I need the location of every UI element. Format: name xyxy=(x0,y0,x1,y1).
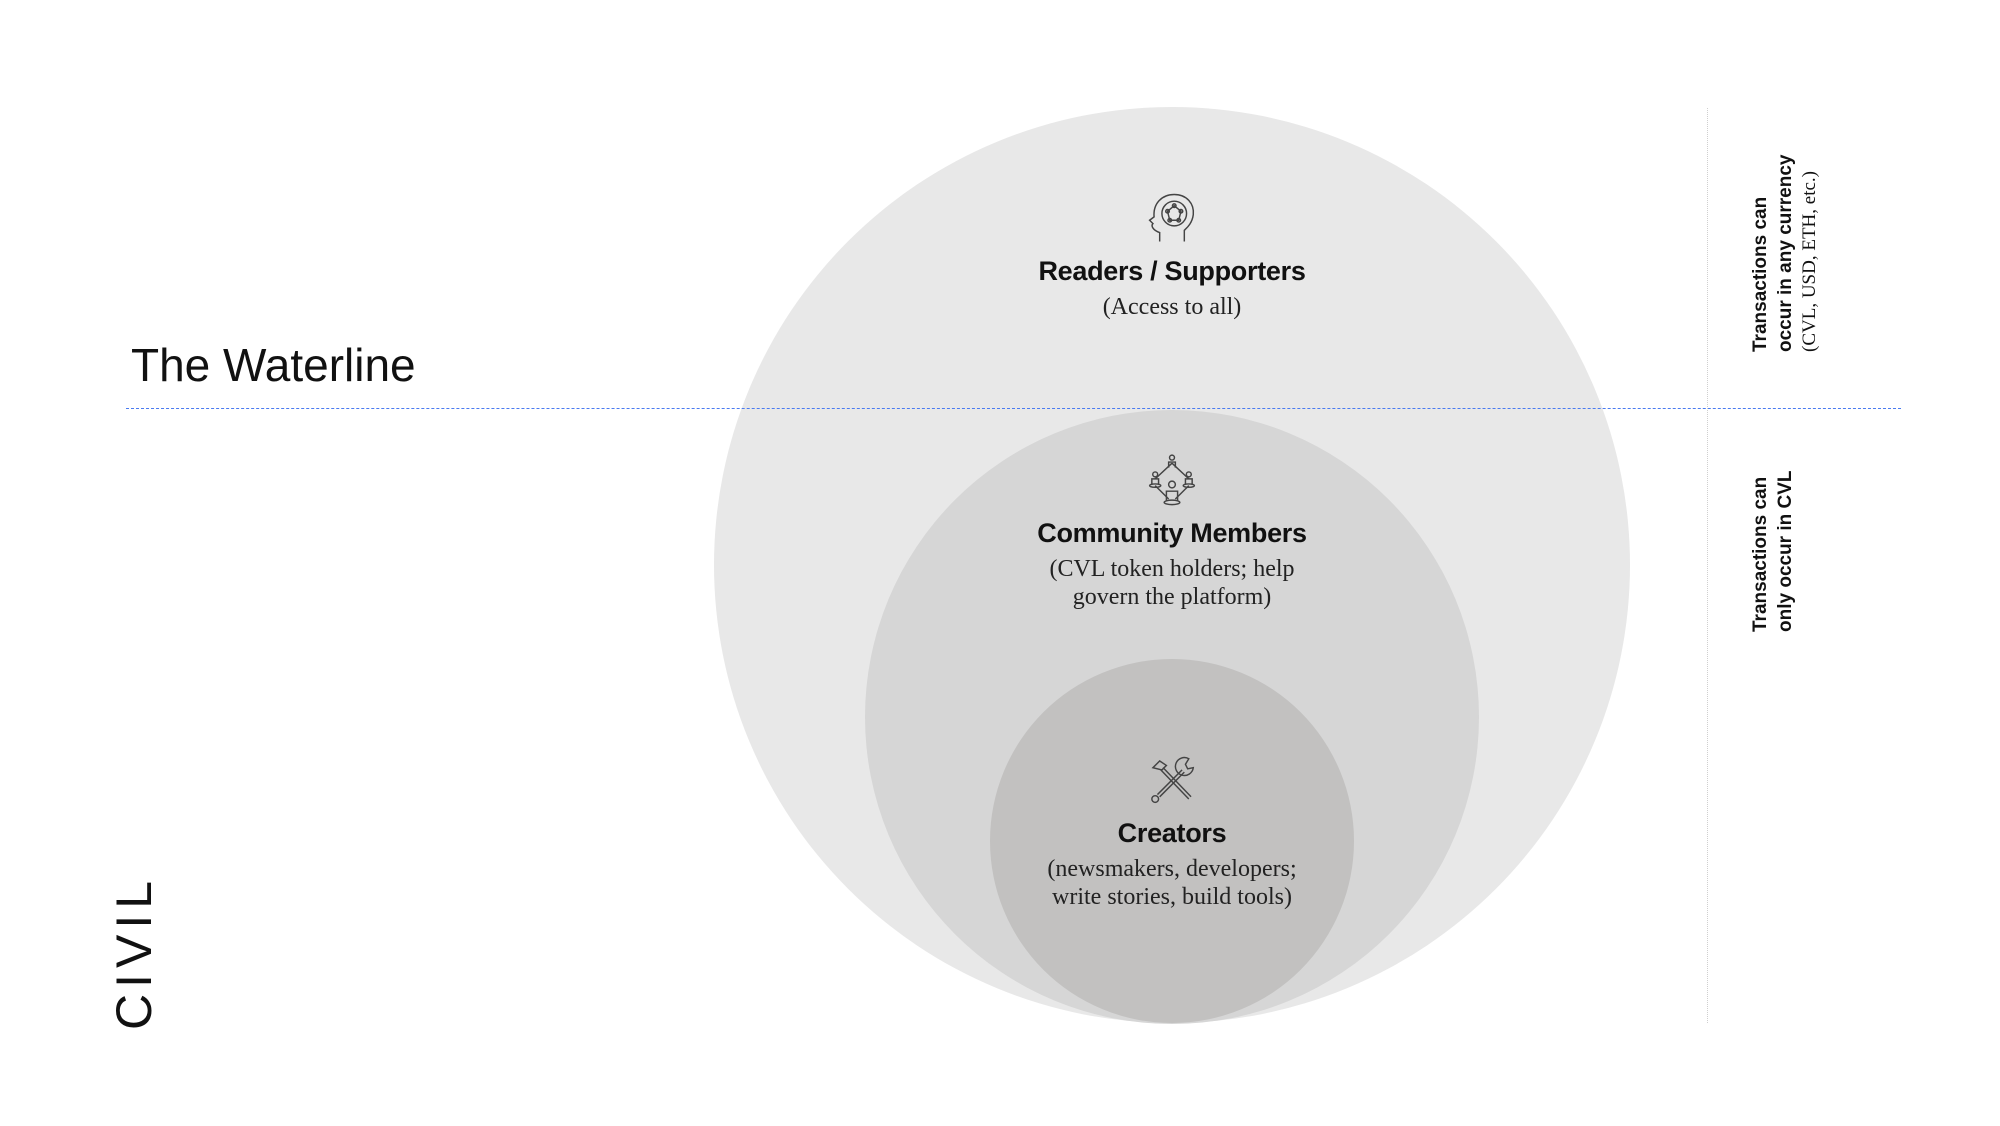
side-note-below: Transactions can only occur in CVL xyxy=(1748,470,1798,632)
readers-block: Readers / Supporters (Access to all) xyxy=(972,190,1372,321)
creators-subtitle-line2: write stories, build tools) xyxy=(1052,884,1292,910)
creators-circle xyxy=(990,659,1354,1023)
waterline-divider xyxy=(126,408,1901,409)
community-subtitle-line1: (CVL token holders; help xyxy=(1049,556,1295,582)
creators-title: Creators xyxy=(1117,818,1227,848)
creators-subtitle-line1: (newsmakers, developers; xyxy=(1047,856,1297,882)
side-note-above: Transactions can occur in any currency (… xyxy=(1748,155,1822,352)
tools-icon xyxy=(1151,756,1195,804)
vertical-divider xyxy=(1707,108,1708,1023)
side-above-line1: Transactions can xyxy=(1750,196,1771,352)
readers-subtitle: (Access to all) xyxy=(1102,294,1242,320)
community-title: Community Members xyxy=(1037,518,1307,548)
community-subtitle-line2: govern the platform) xyxy=(1072,584,1272,610)
creators-block: Creators (newsmakers, developers; write … xyxy=(972,752,1372,911)
waterline-title: The Waterline xyxy=(131,339,416,391)
side-above-line2: occur in any currency xyxy=(1775,154,1796,352)
side-below-line1: Transactions can xyxy=(1750,476,1771,632)
side-above-line3: (CVL, USD, ETH, etc.) xyxy=(1799,171,1820,352)
head-network-icon xyxy=(1148,193,1195,242)
side-below-line2: only occur in CVL xyxy=(1775,470,1796,632)
civil-logo: CIVIL xyxy=(106,874,162,1030)
readers-title: Readers / Supporters xyxy=(1038,256,1306,286)
people-network-icon xyxy=(1148,454,1196,506)
community-block: Community Members (CVL token holders; he… xyxy=(972,452,1372,611)
